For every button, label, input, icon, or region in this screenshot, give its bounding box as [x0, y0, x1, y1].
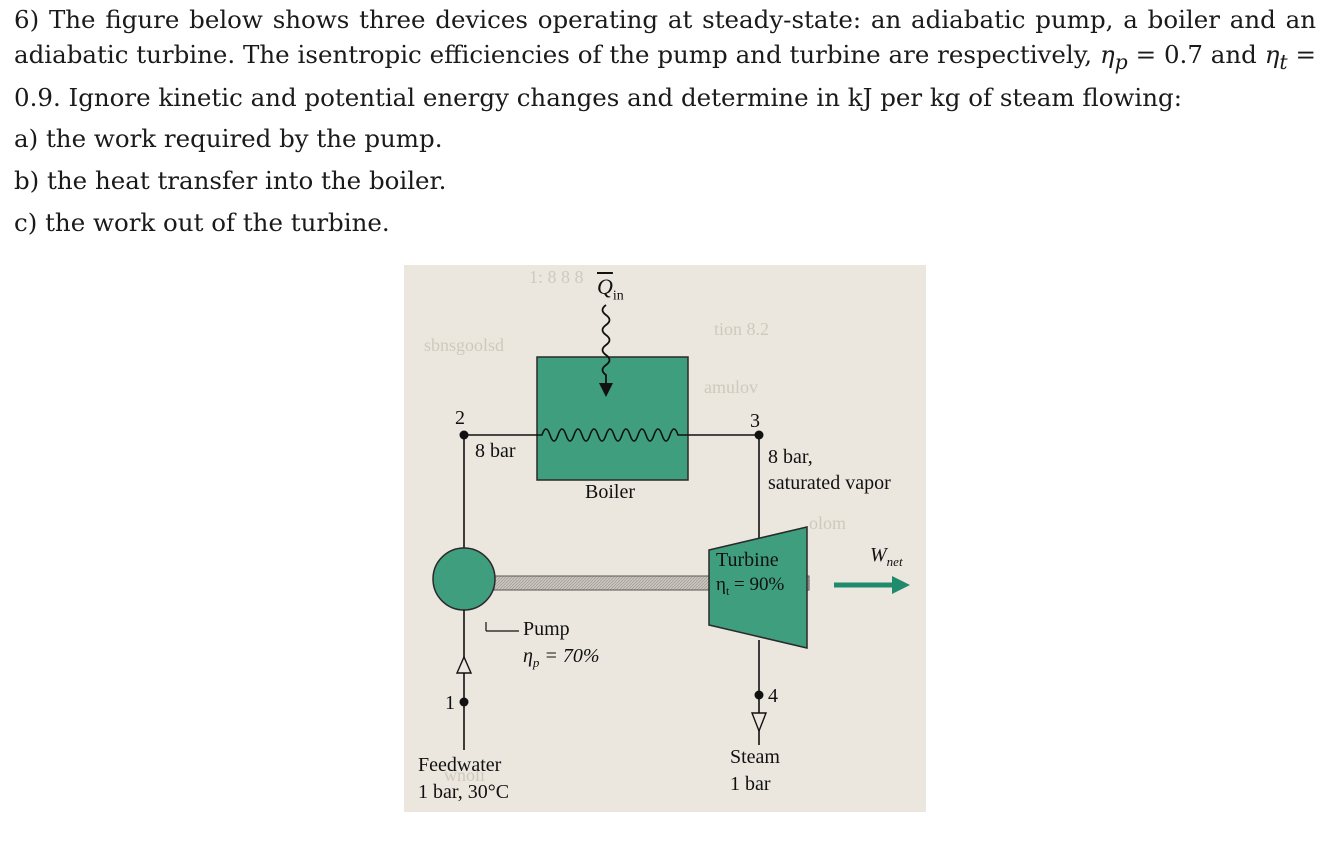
wnet-label: Wnet	[870, 543, 903, 574]
show-through-text: olom	[809, 513, 847, 533]
turbine-efficiency: ηt = 90%	[716, 573, 784, 603]
steam-pressure: 1 bar	[730, 773, 771, 795]
boiler-box	[536, 356, 689, 481]
state-label-2: 2	[455, 407, 465, 429]
show-through-text: tion 8.2	[714, 319, 770, 339]
state-3-condition: saturated vapor	[768, 472, 891, 494]
show-through-text: amulov	[704, 377, 758, 397]
show-through-text: sbnsgoolsd	[424, 335, 505, 355]
show-through-text: 1: 8 8 8	[529, 267, 584, 287]
part-a: a) the work required by the pump.	[14, 123, 443, 153]
w-subscript: net	[886, 554, 903, 569]
steam-label: Steam	[730, 746, 780, 768]
eta-t-subscript: t	[1279, 49, 1288, 74]
heat-input-label: Qin	[597, 275, 624, 308]
feedwater-arrow	[455, 655, 473, 674]
state-point-4	[754, 690, 764, 700]
pump-eta: η	[523, 645, 533, 667]
part-c: c) the work out of the turbine.	[14, 207, 390, 237]
intro-text: 6) The figure below shows three devices …	[14, 5, 1316, 69]
state-label-1: 1	[445, 692, 455, 714]
intro-suffix: = 0.9. Ignore kinetic and potential ener…	[14, 40, 1316, 112]
heat-input-arrowhead	[599, 383, 613, 397]
turbine-label: Turbine	[716, 549, 779, 571]
feedwater-label: Feedwater	[418, 754, 502, 776]
q-symbol: Q	[597, 274, 613, 299]
q-subscript: in	[612, 288, 624, 304]
turbine-eta-sub: t	[725, 583, 730, 598]
pump-eta-value: = 70%	[539, 645, 600, 667]
boiler-label: Boiler	[585, 481, 635, 503]
w-symbol: W	[870, 544, 887, 566]
pump-eta-sub: p	[532, 655, 540, 670]
eta-p-symbol: η	[1099, 40, 1115, 69]
pump-label: Pump	[523, 618, 570, 640]
pump-efficiency: ηp = 70%	[523, 644, 600, 675]
state-label-3: 3	[750, 410, 760, 432]
turbine-eta-value: = 90%	[729, 574, 785, 595]
problem-intro: 6) The figure below shows three devices …	[14, 2, 1316, 115]
eta-t-symbol: η	[1264, 40, 1280, 69]
state-label-4: 4	[768, 685, 778, 707]
pump-circle	[432, 547, 496, 611]
eta-p-value: = 0.7 and	[1127, 40, 1265, 69]
state-3-pressure: 8 bar,	[768, 446, 813, 468]
heat-input-arrow	[601, 304, 611, 385]
system-diagram: 1: 8 8 8 tion 8.2 sbnsgoolsd amulov olom…	[404, 265, 926, 812]
feedwater-condition: 1 bar, 30°C	[418, 781, 510, 803]
diagram-graphics	[432, 304, 910, 750]
state-point-3	[754, 430, 764, 440]
show-through-text: wnoli	[444, 765, 486, 785]
state-point-2	[459, 430, 469, 440]
boiler-coil	[464, 428, 759, 442]
eta-p-subscript: p	[1114, 49, 1128, 74]
part-b: b) the heat transfer into the boiler.	[14, 165, 447, 195]
problem-statement: 6) The figure below shows three devices …	[14, 2, 1316, 240]
wnet-arrowhead	[892, 576, 910, 594]
turbine-body	[708, 526, 808, 649]
state-2-pressure: 8 bar	[475, 440, 516, 462]
state-point-1	[459, 697, 469, 707]
steam-exit-arrow	[750, 712, 768, 733]
turbine-eta: η	[716, 574, 726, 595]
